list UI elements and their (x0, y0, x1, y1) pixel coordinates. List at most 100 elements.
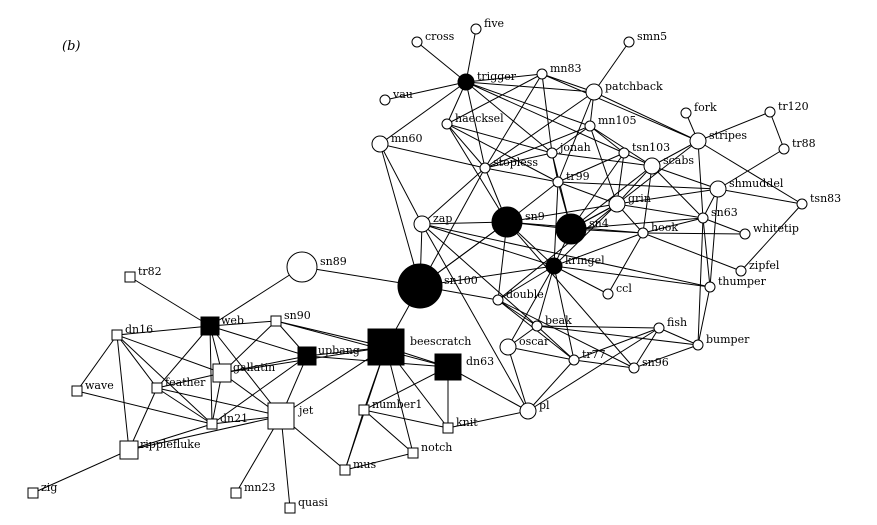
node-label-dn21: dn21 (220, 412, 248, 425)
node-label-tr82: tr82 (138, 265, 162, 278)
node-mn23: mn23 (230, 481, 276, 499)
edge-sn96-sn9 (506, 221, 635, 369)
edge-stripes-mn83 (541, 73, 699, 142)
node-circle-sn89 (286, 251, 318, 283)
node-beak: beak (531, 314, 572, 332)
node-circle-beak (531, 320, 543, 332)
edge-stripes-scabs (651, 140, 699, 167)
edge-fish-tr77 (573, 327, 660, 361)
edge-oscar-pl (507, 346, 529, 412)
node-label-hook: hook (651, 221, 678, 234)
node-label-sn89: sn89 (320, 255, 347, 268)
node-label-zipfel: zipfel (749, 259, 780, 272)
node-label-stopless: stopless (493, 156, 538, 169)
edge-ripplefluke-dn21 (128, 423, 213, 451)
edge-tr99-grin (557, 181, 618, 205)
node-stopless: stopless (479, 156, 538, 174)
node-circle-zipfel (735, 265, 747, 277)
node-label-smn5: smn5 (637, 30, 667, 43)
edge-dn63-number1 (363, 366, 449, 411)
node-label-dn16: dn16 (125, 323, 153, 336)
edge-mn105-jonah (551, 125, 591, 154)
node-label-bumper: bumper (706, 333, 750, 346)
edge-trigger-tsn103 (465, 81, 625, 154)
node-label-beescratch: beescratch (410, 335, 471, 348)
edge-sn100-kringel (419, 265, 555, 287)
edge-zipfel-hook (642, 232, 742, 272)
node-label-gallatin: gallatin (233, 361, 275, 374)
node-dn63: dn63 (434, 353, 494, 381)
node-label-trigger: trigger (477, 70, 517, 83)
node-mn83: mn83 (536, 62, 582, 80)
node-label-tr88: tr88 (792, 137, 816, 150)
node-mn105: mn105 (584, 114, 637, 132)
node-label-mus: mus (353, 458, 377, 471)
node-tr99: tr99 (552, 170, 590, 188)
edge-beak-bumper (536, 325, 699, 346)
node-label-haecksel: haecksel (455, 112, 504, 125)
edge-mn105-grin (589, 125, 618, 205)
node-mn60: mn60 (371, 132, 423, 153)
node-label-knit: knit (456, 416, 478, 429)
node-tsn83: tsn83 (796, 192, 841, 210)
edge-scabs-sn63 (651, 165, 704, 219)
node-square-notch (407, 447, 419, 459)
node-label-sn63: sn63 (711, 206, 738, 219)
node-label-number1: number1 (372, 398, 422, 411)
node-square-dn16 (111, 329, 123, 341)
node-thumper: thumper (704, 275, 767, 293)
node-label-beak: beak (545, 314, 572, 327)
edge-haecksel-jonah (446, 123, 553, 154)
node-hook: hook (637, 221, 678, 239)
node-zig: zig (27, 481, 57, 499)
node-label-five: five (484, 17, 504, 30)
edge-haecksel-sn9 (446, 123, 508, 223)
edge-sn63-hook (642, 217, 704, 234)
node-sn9: sn9 (491, 206, 545, 238)
edge-zap-kringel (421, 223, 555, 267)
node-label-notch: notch (421, 441, 452, 454)
edge-web-sn90 (209, 320, 277, 327)
edge-double-sn96 (497, 299, 635, 369)
node-label-sn9: sn9 (525, 210, 545, 223)
node-dn21: dn21 (206, 412, 248, 430)
edge-tr82-web (129, 276, 211, 327)
edge-beak-tr77 (536, 325, 575, 361)
node-notch: notch (407, 441, 452, 459)
edge-dn16-gallatin (116, 334, 223, 374)
node-circle-tr120 (764, 106, 776, 118)
node-circle-five (470, 23, 482, 35)
node-circle-vau (379, 94, 391, 106)
edge-mn83-haecksel (446, 73, 543, 125)
edge-ripplefluke-zig (32, 449, 130, 494)
edge-shmuddel-thumper (709, 188, 719, 288)
edge-web-dn16 (116, 325, 211, 336)
edge-wave-dn21 (76, 390, 213, 425)
node-label-pl: pl (539, 399, 550, 412)
edge-mn83-stopless (484, 73, 543, 169)
node-square-upbang (297, 346, 317, 366)
edge-sn90-dn63 (275, 320, 449, 368)
node-circle-sn96 (628, 362, 640, 374)
node-fish: fish (653, 316, 687, 334)
edge-shmuddel-tr99 (557, 181, 719, 190)
edge-pl-zap (421, 223, 529, 412)
edge-five-trigger (465, 28, 477, 83)
edge-sn4-sn63 (570, 217, 704, 230)
edge-haecksel-stopless (446, 123, 486, 169)
edge-trigger-stopless (465, 81, 486, 169)
node-circle-oscar (499, 338, 517, 356)
node-label-mn60: mn60 (391, 132, 423, 145)
edge-kringel-thumper (553, 265, 711, 288)
node-circle-tr77 (568, 354, 580, 366)
edge-hook-ccl (607, 232, 644, 295)
edge-bumper-thumper (697, 286, 711, 346)
node-square-feather (151, 382, 163, 394)
edge-tr120-tr88 (769, 111, 785, 150)
node-square-quasi (284, 502, 296, 514)
node-circle-fork (680, 107, 692, 119)
edge-dn16-ripplefluke (116, 334, 130, 451)
node-tr88: tr88 (778, 137, 816, 155)
edge-double-beak (497, 299, 538, 327)
